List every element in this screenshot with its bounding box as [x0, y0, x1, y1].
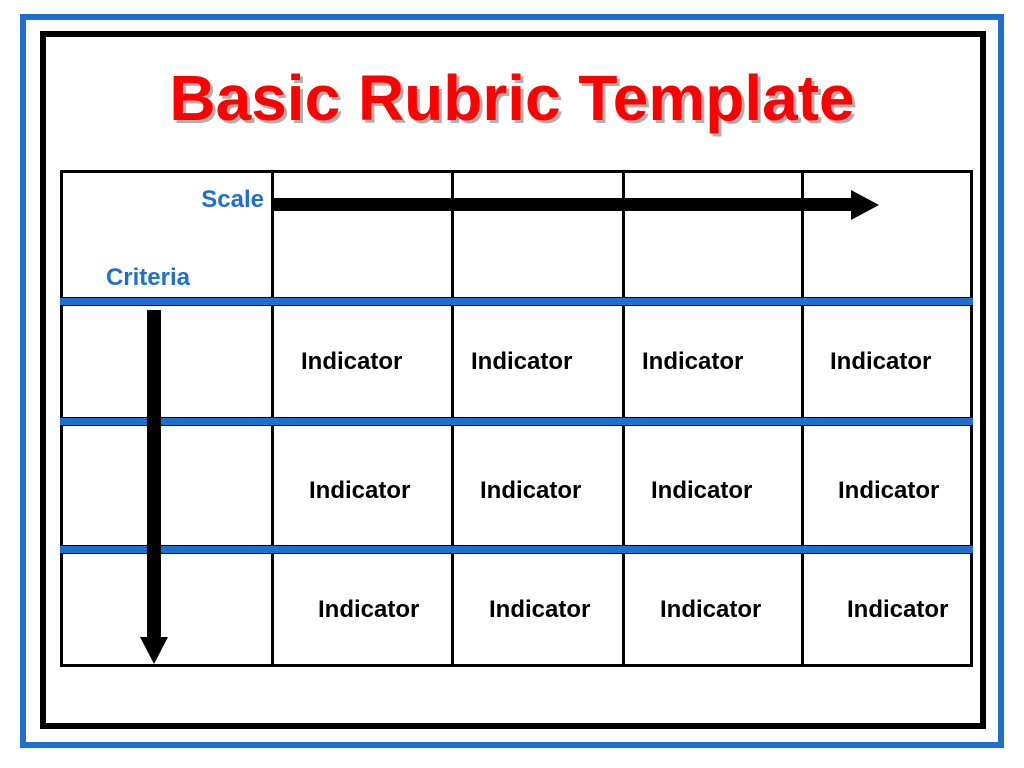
- indicator-cell: Indicator: [830, 348, 932, 375]
- down-arrow-icon: [140, 310, 168, 664]
- indicator-cell: Indicator: [660, 596, 762, 623]
- indicator-cell: Indicator: [847, 596, 949, 623]
- row-divider: [60, 417, 973, 426]
- row-divider: [60, 545, 973, 554]
- indicator-cell: Indicator: [318, 596, 420, 623]
- right-arrow-icon: [274, 190, 879, 220]
- indicator-cell: Indicator: [651, 477, 753, 504]
- indicator-cell: Indicator: [838, 477, 940, 504]
- indicator-cell: Indicator: [471, 348, 573, 375]
- indicator-cell: Indicator: [642, 348, 744, 375]
- table-top-border: [60, 170, 973, 173]
- inner-frame: [40, 31, 986, 729]
- indicator-cell: Indicator: [309, 477, 411, 504]
- indicator-cell: Indicator: [301, 348, 403, 375]
- scale-label: Scale: [201, 186, 264, 213]
- slide-title: Basic Rubric Template: [169, 62, 855, 134]
- indicator-cell: Indicator: [489, 596, 591, 623]
- indicator-cell: Indicator: [480, 477, 582, 504]
- table-bottom-border: [60, 664, 973, 667]
- criteria-label: Criteria: [105, 264, 191, 291]
- row-divider: [60, 297, 973, 306]
